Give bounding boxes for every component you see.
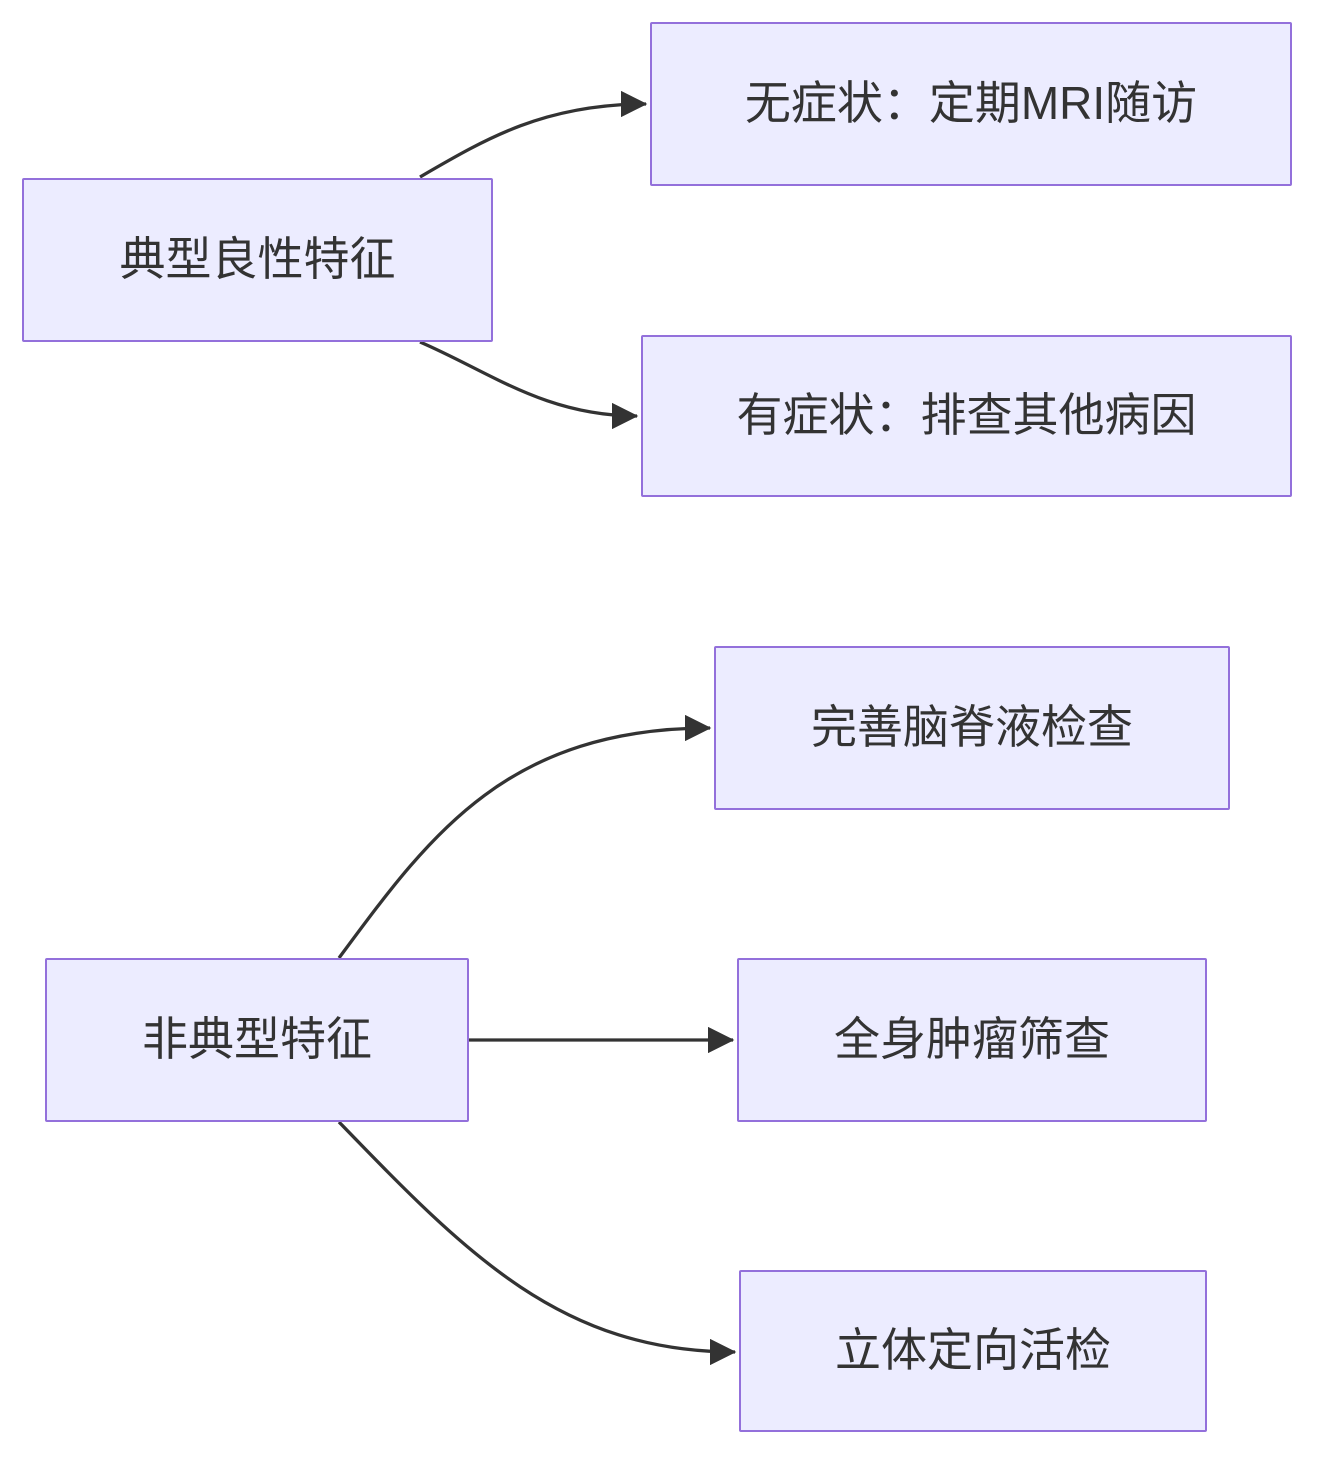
- node-stereotactic-biopsy: 立体定向活检: [739, 1270, 1207, 1432]
- node-csf-examination: 完善脑脊液检查: [714, 646, 1230, 810]
- node-typical-benign-features: 典型良性特征: [22, 178, 493, 342]
- node-atypical-features: 非典型特征: [45, 958, 469, 1122]
- node-label: 立体定向活检: [835, 1324, 1111, 1377]
- node-symptomatic-other-causes: 有症状：排查其他病因: [641, 335, 1292, 497]
- node-asymptomatic-mri-followup: 无症状：定期MRI随访: [650, 22, 1292, 186]
- edge-typical-to-asymptomatic: [419, 90, 648, 179]
- node-label: 无症状：定期MRI随访: [744, 77, 1198, 130]
- node-label: 有症状：排查其他病因: [736, 389, 1197, 442]
- node-label: 典型良性特征: [119, 233, 396, 286]
- node-label: 完善脑脊液检查: [811, 701, 1133, 754]
- node-systemic-tumor-screening: 全身肿瘤筛查: [737, 958, 1207, 1122]
- node-label: 全身肿瘤筛查: [834, 1013, 1110, 1066]
- node-label: 非典型特征: [142, 1013, 372, 1066]
- edge-atypical-to-csf: [337, 714, 712, 959]
- edge-atypical-to-biopsy: [337, 1120, 737, 1366]
- edge-typical-to-symptomatic: [419, 340, 639, 430]
